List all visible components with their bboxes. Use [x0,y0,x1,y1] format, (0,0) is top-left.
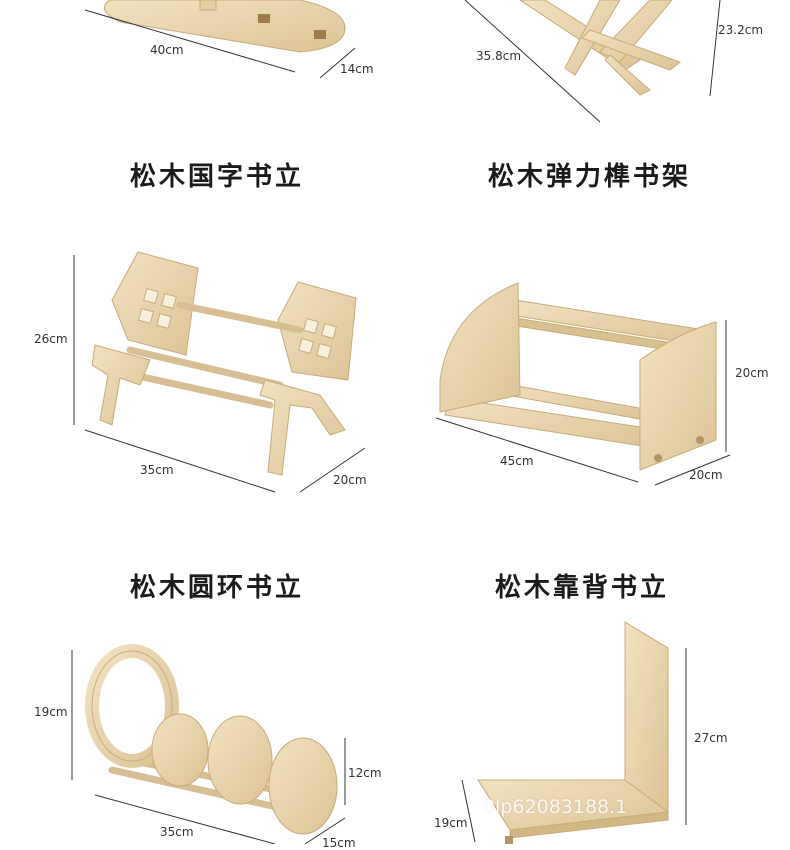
dim-label-depth: 19cm [434,816,468,830]
product-title-pine-national-character-stand: 松木国字书立 [130,162,305,192]
product-4-image [439,282,717,471]
dim-label-depth: 20cm [333,473,367,487]
dim-label-height: 19cm [34,705,68,719]
product-1-dimension-lines [84,9,356,79]
product-1-image [103,0,346,53]
product-3-dimension-lines [73,255,366,493]
dim-label-width: 35cm [160,825,194,839]
dim-label-depth: 20cm [689,468,723,482]
product-5-dimension-lines [71,650,346,844]
dim-label-width: 35.8cm [476,49,522,63]
product-6-image [477,621,670,844]
dim-label-height: 20cm [735,366,769,380]
dim-label-height: 27cm [694,731,728,745]
product-6-dimension-lines [461,648,687,843]
dim-label-depth: 15cm [322,836,356,850]
product-2-image [519,0,682,96]
product-title-pine-spring-tenon-shelf: 松木弹力榫书架 [488,162,692,192]
dim-label-width: 45cm [500,454,534,468]
dim-label-width: 40cm [150,43,184,57]
watermark-text: 0lp62083188.1 [483,796,628,818]
product-3-image [91,251,357,476]
dim-label-height: 23.2cm [718,23,764,37]
dim-label-small-height: 12cm [348,766,382,780]
product-4-dimension-lines [435,320,731,486]
product-title-pine-ring-stand: 松木圆环书立 [130,573,305,603]
product-title-pine-backrest-stand: 松木靠背书立 [495,573,670,603]
dim-label-height: 26cm [34,332,68,346]
dim-label-width: 35cm [140,463,174,477]
dim-label-depth: 14cm [340,62,374,76]
product-5-image [85,644,338,835]
product-2-dimension-lines [464,0,721,123]
